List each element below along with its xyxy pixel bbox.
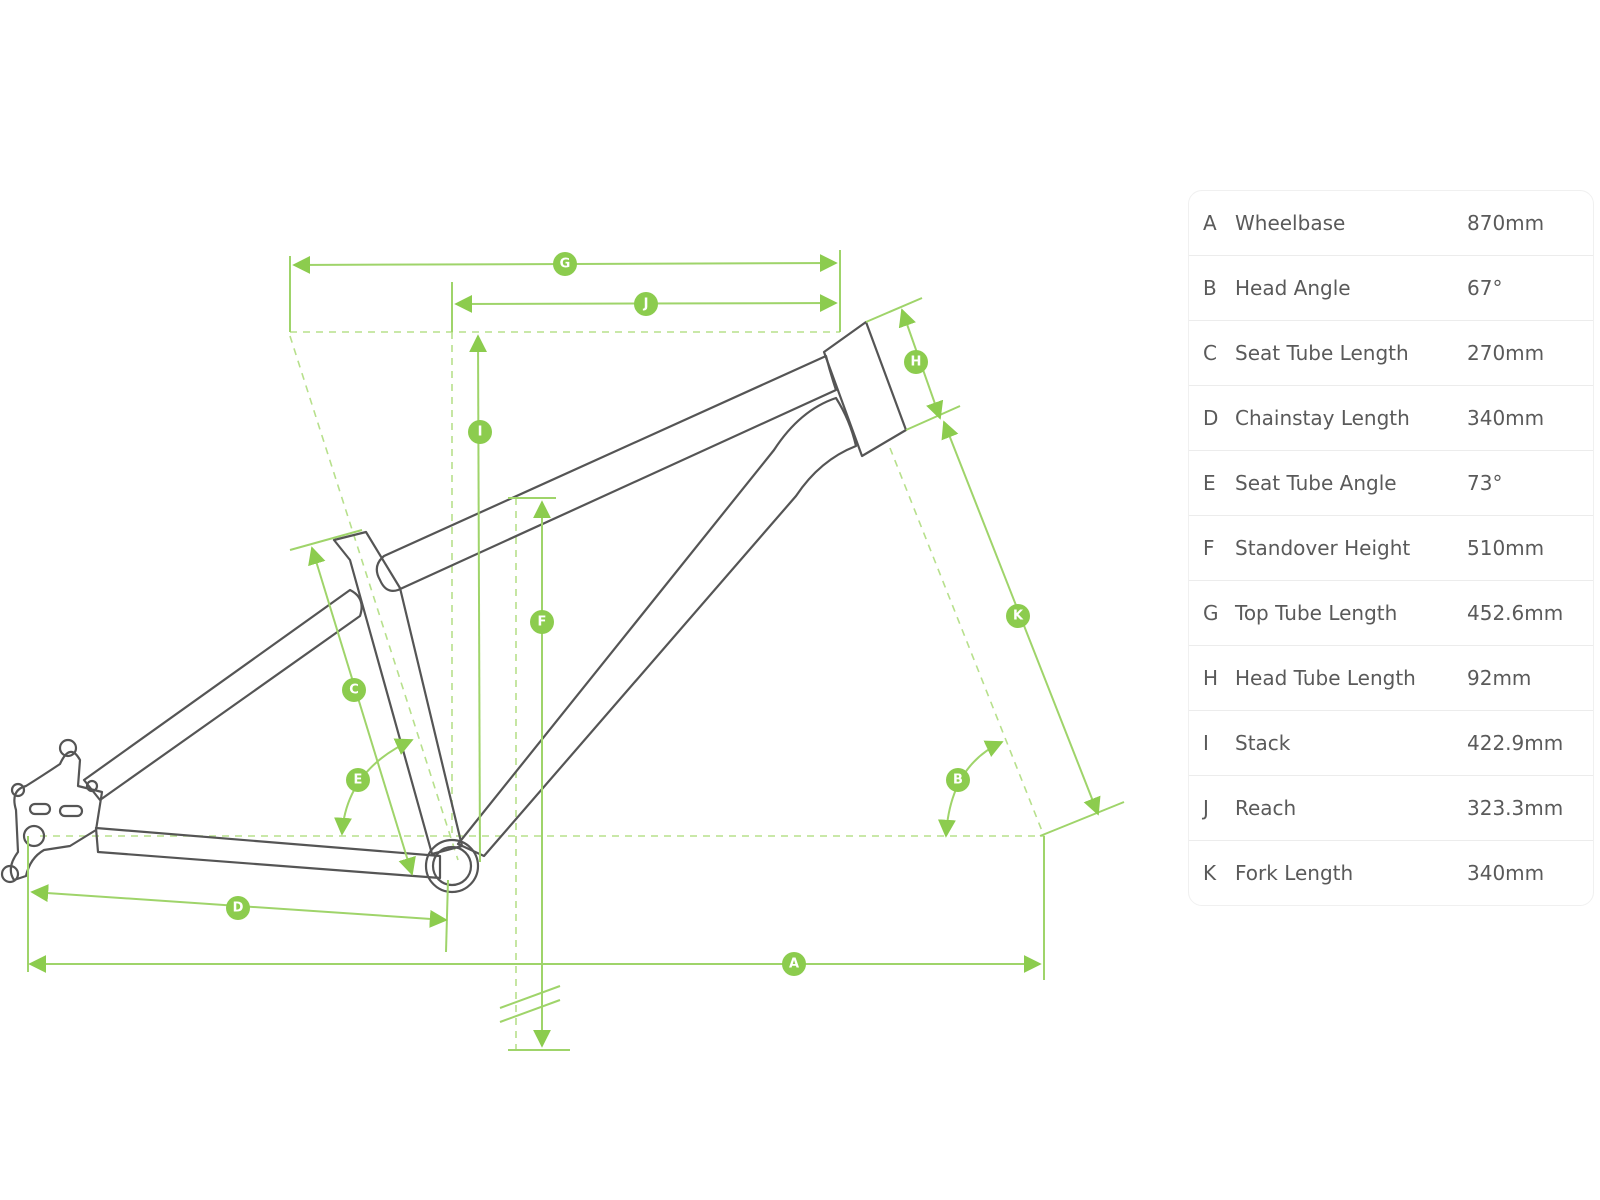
row-value: 270mm	[1467, 341, 1545, 365]
label-badge-b: B	[946, 768, 970, 792]
table-row: G Top Tube Length 452.6mm	[1189, 581, 1593, 646]
row-value: 73°	[1467, 471, 1503, 495]
row-value: 340mm	[1467, 861, 1545, 885]
row-key: I	[1203, 731, 1209, 755]
row-key: J	[1203, 796, 1209, 820]
geometry-table: A Wheelbase 870mm B Head Angle 67° C Sea…	[1188, 190, 1594, 906]
table-row: C Seat Tube Length 270mm	[1189, 321, 1593, 386]
row-name: Chainstay Length	[1235, 406, 1410, 430]
row-name: Seat Tube Angle	[1235, 471, 1397, 495]
row-value: 323.3mm	[1467, 796, 1564, 820]
row-name: Top Tube Length	[1235, 601, 1398, 625]
row-key: D	[1203, 406, 1219, 430]
row-name: Fork Length	[1235, 861, 1354, 885]
table-row: I Stack 422.9mm	[1189, 711, 1593, 776]
row-key: E	[1203, 471, 1216, 495]
row-name: Reach	[1235, 796, 1297, 820]
table-row: E Seat Tube Angle 73°	[1189, 451, 1593, 516]
svg-text:H: H	[911, 355, 922, 370]
table-row: A Wheelbase 870mm	[1189, 191, 1593, 256]
svg-text:I: I	[478, 425, 483, 440]
table-row: F Standover Height 510mm	[1189, 516, 1593, 581]
svg-text:E: E	[354, 773, 363, 788]
row-key: A	[1203, 211, 1217, 235]
label-badge-i: I	[468, 420, 492, 444]
row-name: Wheelbase	[1235, 211, 1346, 235]
row-name: Head Tube Length	[1235, 666, 1416, 690]
svg-text:B: B	[953, 773, 963, 788]
row-key: H	[1203, 666, 1219, 690]
label-badge-c: C	[342, 678, 366, 702]
row-value: 870mm	[1467, 211, 1545, 235]
row-key: B	[1203, 276, 1217, 300]
row-key: G	[1203, 601, 1219, 625]
svg-text:J: J	[643, 297, 649, 312]
row-value: 422.9mm	[1467, 731, 1564, 755]
table-row: K Fork Length 340mm	[1189, 841, 1593, 905]
row-key: F	[1203, 536, 1215, 560]
row-key: C	[1203, 341, 1217, 365]
label-badge-j: J	[634, 292, 658, 316]
row-key: K	[1203, 861, 1217, 885]
label-badge-d: D	[226, 896, 250, 920]
label-badge-a: A	[782, 952, 806, 976]
row-value: 92mm	[1467, 666, 1532, 690]
frame-outline	[0, 320, 908, 894]
row-value: 452.6mm	[1467, 601, 1564, 625]
table-row: J Reach 323.3mm	[1189, 776, 1593, 841]
row-value: 340mm	[1467, 406, 1545, 430]
svg-text:D: D	[233, 901, 244, 916]
label-badge-k: K	[1006, 604, 1030, 628]
label-badge-g: G	[553, 252, 577, 276]
svg-text:C: C	[349, 683, 359, 698]
bike-frame-diagram: G J I F C E D A H K B	[0, 250, 1125, 1051]
table-row: B Head Angle 67°	[1189, 256, 1593, 321]
svg-text:K: K	[1013, 609, 1024, 624]
label-badge-e: E	[346, 768, 370, 792]
row-name: Standover Height	[1235, 536, 1411, 560]
row-name: Seat Tube Length	[1235, 341, 1409, 365]
svg-text:G: G	[560, 257, 571, 272]
dimension-lines	[27, 250, 1125, 1051]
table-row: H Head Tube Length 92mm	[1189, 646, 1593, 711]
svg-text:A: A	[789, 957, 799, 972]
svg-text:F: F	[538, 615, 547, 630]
label-badge-f: F	[530, 610, 554, 634]
row-name: Head Angle	[1235, 276, 1351, 300]
row-value: 510mm	[1467, 536, 1545, 560]
row-name: Stack	[1235, 731, 1291, 755]
label-badge-h: H	[904, 350, 928, 374]
table-row: D Chainstay Length 340mm	[1189, 386, 1593, 451]
row-value: 67°	[1467, 276, 1503, 300]
